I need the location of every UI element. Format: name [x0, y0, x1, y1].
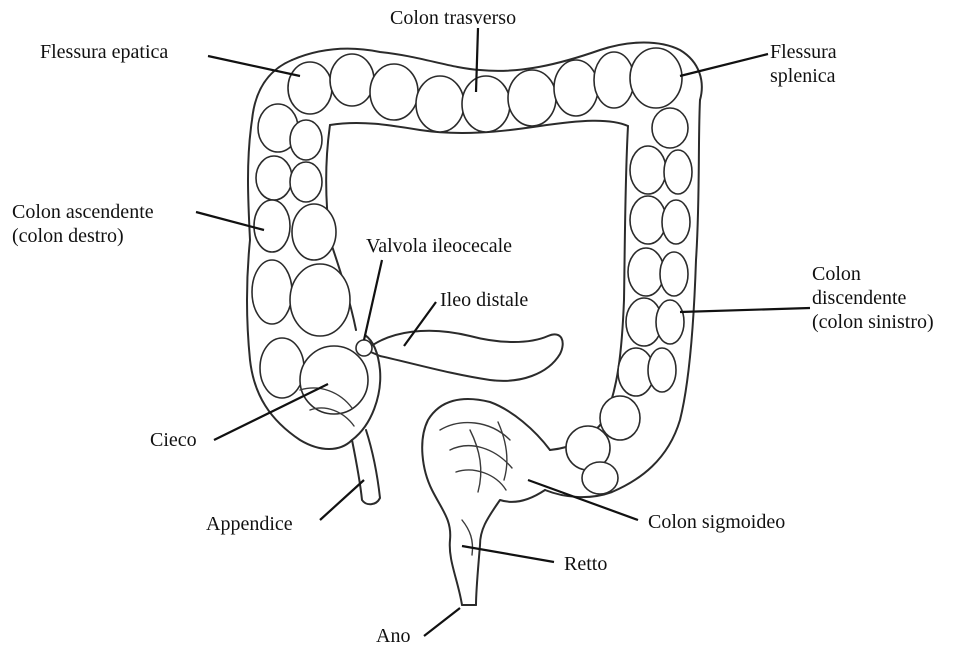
leader-ano — [424, 608, 460, 636]
leader-colon-sigmoideo — [528, 480, 638, 520]
label-colon-trasverso: Colon trasverso — [390, 6, 516, 30]
leader-colon-discendente — [680, 308, 810, 312]
appendix-shape — [352, 430, 380, 504]
leader-flessura-splenica — [680, 54, 768, 76]
label-appendice: Appendice — [206, 512, 293, 536]
label-cieco: Cieco — [150, 428, 197, 452]
leader-ileo-distale — [404, 302, 436, 346]
label-colon-ascendente: Colon ascendente (colon destro) — [12, 200, 154, 248]
ileum-tube — [366, 331, 563, 381]
leader-flessura-epatica — [208, 56, 300, 76]
label-colon-sigmoideo: Colon sigmoideo — [648, 510, 785, 534]
label-retto: Retto — [564, 552, 607, 576]
haustra-ascending — [252, 104, 368, 414]
leader-valvola-ileocecale — [364, 260, 382, 340]
leader-appendice — [320, 480, 364, 520]
label-ano: Ano — [376, 624, 410, 648]
colon-body — [247, 43, 702, 606]
label-colon-discendente: Colon discendente (colon sinistro) — [812, 262, 934, 334]
sigmoid-outline — [476, 490, 545, 605]
label-ileo-distale: Ileo distale — [440, 288, 528, 312]
label-flessura-epatica: Flessura epatica — [40, 40, 168, 64]
ileocecal-valve-shape — [356, 340, 372, 356]
leader-retto — [462, 546, 554, 562]
haustra-transverse — [288, 48, 682, 132]
label-valvola-ileocecale: Valvola ileocecale — [366, 234, 512, 258]
label-flessura-splenica: Flessura splenica — [770, 40, 837, 88]
